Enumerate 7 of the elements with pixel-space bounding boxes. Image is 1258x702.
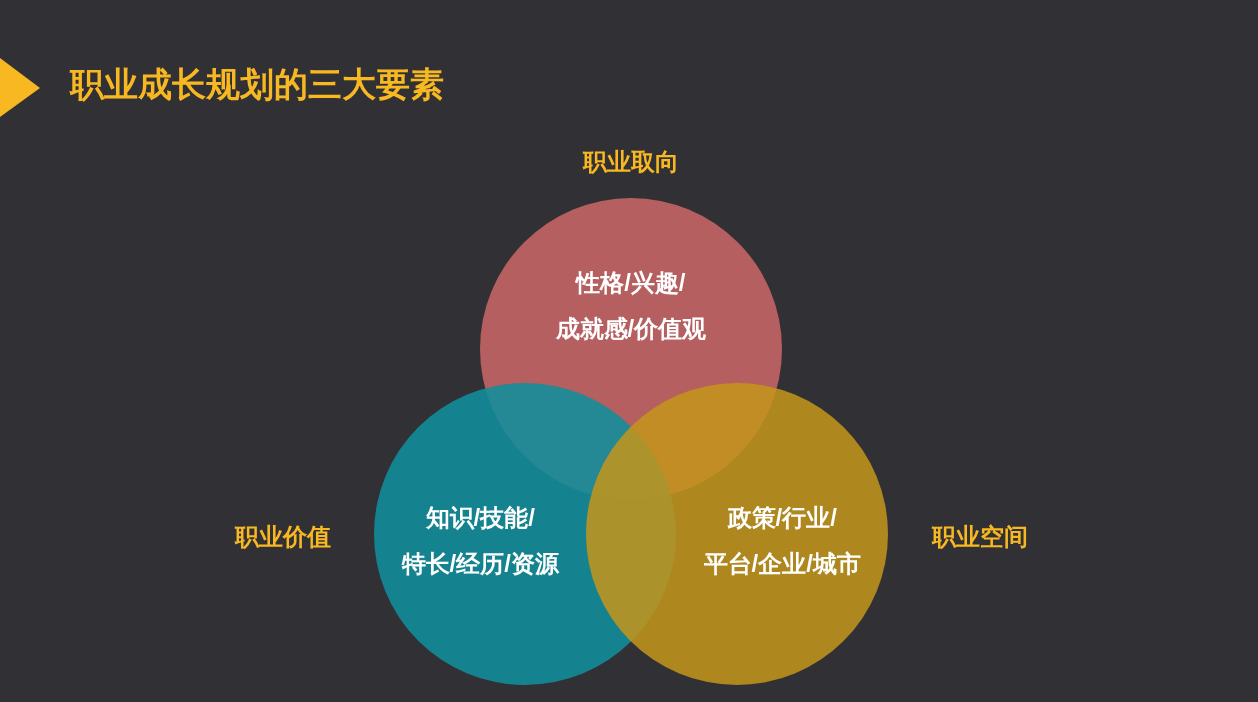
title: 职业成长规划的三大要素 bbox=[70, 64, 444, 105]
circle-text: 性格/兴趣/成就感/价值观 bbox=[555, 268, 707, 344]
circle-text: 知识/技能/特长/经历/资源 bbox=[401, 503, 559, 579]
circle-heading: 职业价值 bbox=[235, 522, 331, 552]
circle-text: 政策/行业/平台/企业/城市 bbox=[703, 503, 861, 579]
circle-heading: 职业空间 bbox=[932, 522, 1028, 552]
circle-heading: 职业取向 bbox=[583, 147, 679, 177]
